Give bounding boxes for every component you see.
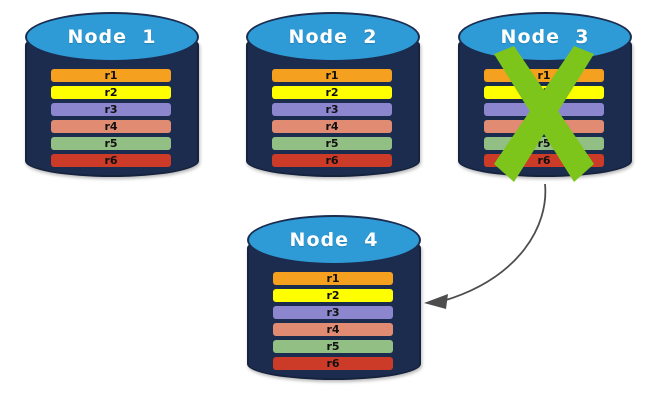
node-4-row-r6[interactable]: r6 [273,357,393,370]
node-4-row-r5[interactable]: r5 [273,340,393,353]
node-4-row-r2[interactable]: r2 [273,289,393,302]
node-1-rows: r1 r2 r3 r4 r5 r6 [51,69,171,167]
node-2-row-r4[interactable]: r4 [272,120,392,133]
node-1-row-r2[interactable]: r2 [51,86,171,99]
node-1-row-r6[interactable]: r6 [51,154,171,167]
node-3-row-r1[interactable]: r1 [484,69,604,82]
node-2-rows: r1 r2 r3 r4 r5 r6 [272,69,392,167]
node-4-title: Node 4 [289,229,379,251]
node-2-row-r3[interactable]: r3 [272,103,392,116]
node-3-row-r3[interactable]: r3 [484,103,604,116]
node-2-title: Node 2 [288,26,378,48]
node-4-row-r3[interactable]: r3 [273,306,393,319]
node-1-cylinder-top [25,12,199,62]
node-2-cylinder-top [246,12,420,62]
node-2-row-r6[interactable]: r6 [272,154,392,167]
node-3[interactable]: Node 3 r1 r2 r3 r4 r5 r6 [458,12,632,184]
node-3-row-r5[interactable]: r5 [484,137,604,150]
node-2-row-r5[interactable]: r5 [272,137,392,150]
node-3-row-r6[interactable]: r6 [484,154,604,167]
node-1[interactable]: Node 1 r1 r2 r3 r4 r5 r6 [25,12,199,184]
arrow-head-icon [424,294,448,309]
node-1-row-r5[interactable]: r5 [51,137,171,150]
node-3-title: Node 3 [500,26,590,48]
node-1-row-r4[interactable]: r4 [51,120,171,133]
node-1-title: Node 1 [67,26,157,48]
node-4-rows: r1 r2 r3 r4 r5 r6 [273,272,393,370]
node-4-row-r1[interactable]: r1 [273,272,393,285]
arrow-curve [442,183,547,302]
node-2-row-r2[interactable]: r2 [272,86,392,99]
node-3-row-r4[interactable]: r4 [484,120,604,133]
node-1-row-r1[interactable]: r1 [51,69,171,82]
node-2-row-r1[interactable]: r1 [272,69,392,82]
node-3-rows: r1 r2 r3 r4 r5 r6 [484,69,604,167]
node-1-row-r3[interactable]: r3 [51,103,171,116]
node-4-cylinder-top [247,215,421,265]
node-4-row-r4[interactable]: r4 [273,323,393,336]
node-3-row-r2[interactable]: r2 [484,86,604,99]
node-2[interactable]: Node 2 r1 r2 r3 r4 r5 r6 [246,12,420,184]
node-4[interactable]: Node 4 r1 r2 r3 r4 r5 r6 [247,215,421,387]
